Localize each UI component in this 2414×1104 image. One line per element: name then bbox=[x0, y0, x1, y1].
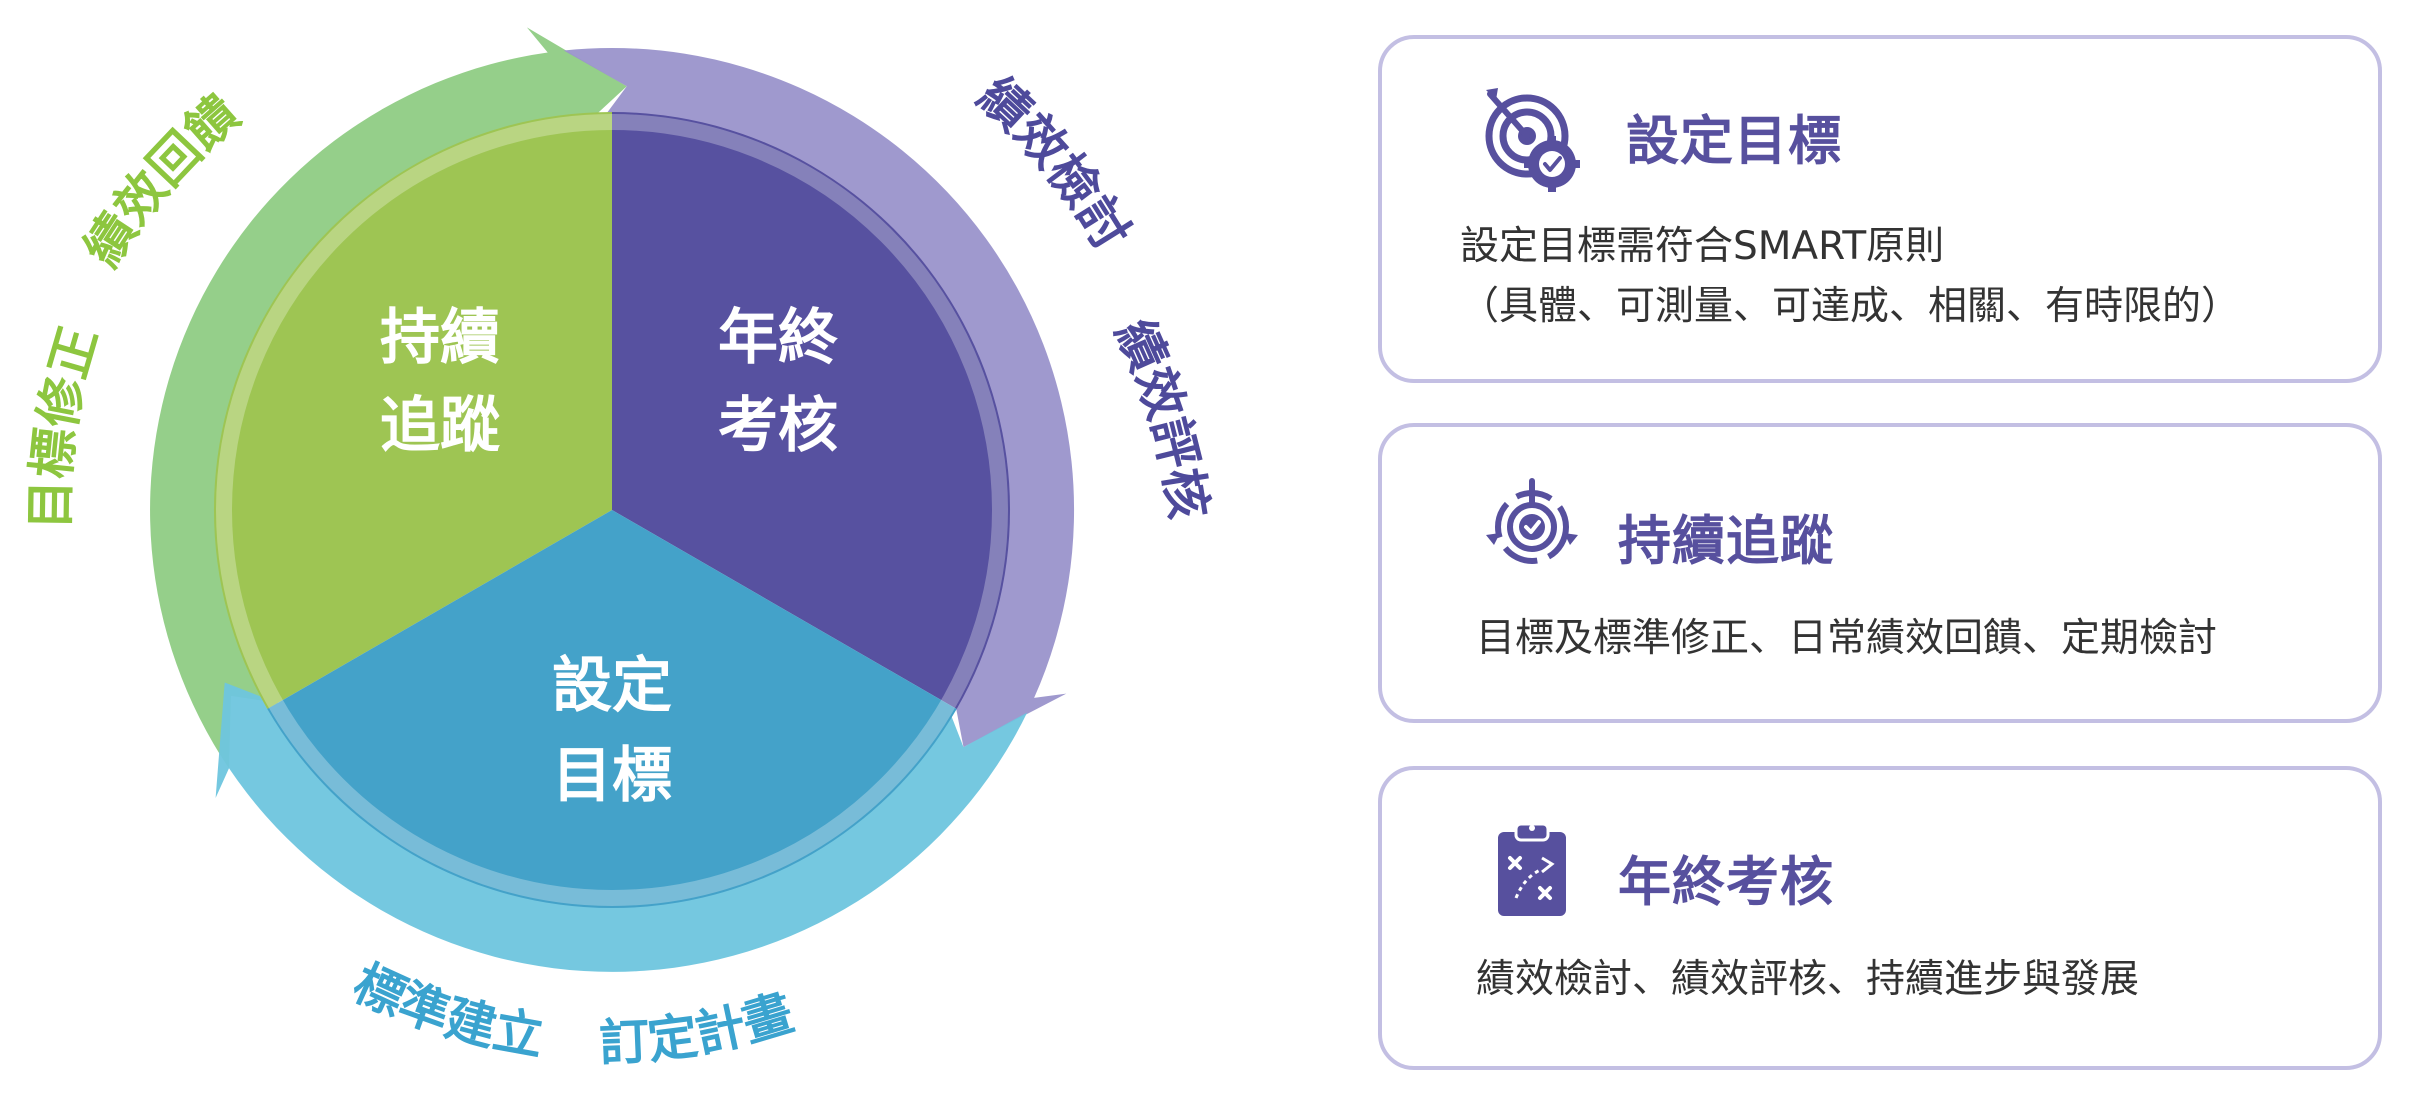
tracking-wedge bbox=[213, 111, 613, 709]
tracking-label-line2: 追蹤 bbox=[380, 391, 500, 461]
year-end-label-line2: 考核 bbox=[718, 391, 838, 461]
arc-label-plan-making: 訂定計畫 bbox=[598, 983, 800, 1072]
card-desc-continuous-tracking: 目標及標準修正、日常績效回饋、定期檢討 bbox=[1476, 609, 2217, 669]
clipboard-icon bbox=[1494, 818, 1570, 918]
purple-cycle-arrow bbox=[563, 47, 1075, 748]
year-end-wedge bbox=[612, 112, 1011, 709]
arc-label-performance-appraisal: 績效評核 bbox=[1105, 311, 1218, 523]
goal-wedge bbox=[267, 510, 957, 909]
card-desc-set-goal-line2: （具體、可測量、可達成、相關、有時限的） bbox=[1460, 284, 2241, 329]
goal-label-line1: 設定 bbox=[552, 651, 672, 721]
arc-label-target-correction: 目標修正 bbox=[21, 320, 108, 530]
year-end-label-line1: 年終 bbox=[718, 303, 838, 373]
card-year-end-review: 年終考核 績效檢討、績效評核、持續進步與發展 bbox=[1378, 766, 2382, 1070]
card-title-continuous-tracking: 持續追蹤 bbox=[1618, 511, 1834, 572]
card-desc-year-end-review-line1: 績效檢討、績效評核、持續進步與發展 bbox=[1476, 957, 2140, 1002]
card-set-goal: 設定目標 設定目標需符合SMART原則 （具體、可測量、可達成、相關、有時限的） bbox=[1378, 35, 2382, 383]
arc-label-performance-feedback: 績效回饋 bbox=[73, 85, 250, 277]
cycle-wedges bbox=[213, 111, 1011, 909]
card-desc-set-goal: 設定目標需符合SMART原則 （具體、可測量、可達成、相關、有時限的） bbox=[1460, 217, 2240, 337]
card-title-year-end-review: 年終考核 bbox=[1618, 852, 1834, 913]
card-title-set-goal: 設定目標 bbox=[1626, 111, 1842, 172]
tracking-label-line1: 持續 bbox=[380, 303, 500, 373]
target-icon bbox=[1482, 84, 1592, 194]
card-desc-continuous-tracking-line1: 目標及標準修正、日常績效回饋、定期檢討 bbox=[1476, 616, 2218, 661]
goal-label-line2: 目標 bbox=[552, 741, 672, 811]
green-cycle-arrow bbox=[150, 27, 627, 769]
card-desc-year-end-review: 績效檢討、績效評核、持續進步與發展 bbox=[1476, 950, 2139, 1010]
card-desc-set-goal-line1: 設定目標需符合SMART原則 bbox=[1460, 224, 1945, 269]
cycle-arrows bbox=[150, 27, 1075, 972]
blue-cycle-arrow bbox=[215, 682, 1028, 972]
tracking-cycle-icon bbox=[1482, 475, 1582, 575]
arc-label-performance-review: 績效檢討 bbox=[967, 66, 1141, 260]
card-continuous-tracking: 持續追蹤 目標及標準修正、日常績效回饋、定期檢討 bbox=[1378, 423, 2382, 723]
wedge-inner-ring bbox=[216, 114, 1008, 906]
arc-label-standard-setting: 標準建立 bbox=[345, 954, 548, 1067]
cycle-diagram: 持續 追蹤 年終 考核 設定 目標 目標修正 績效回饋 績效檢討 績效評核 標準… bbox=[21, 27, 1218, 1073]
